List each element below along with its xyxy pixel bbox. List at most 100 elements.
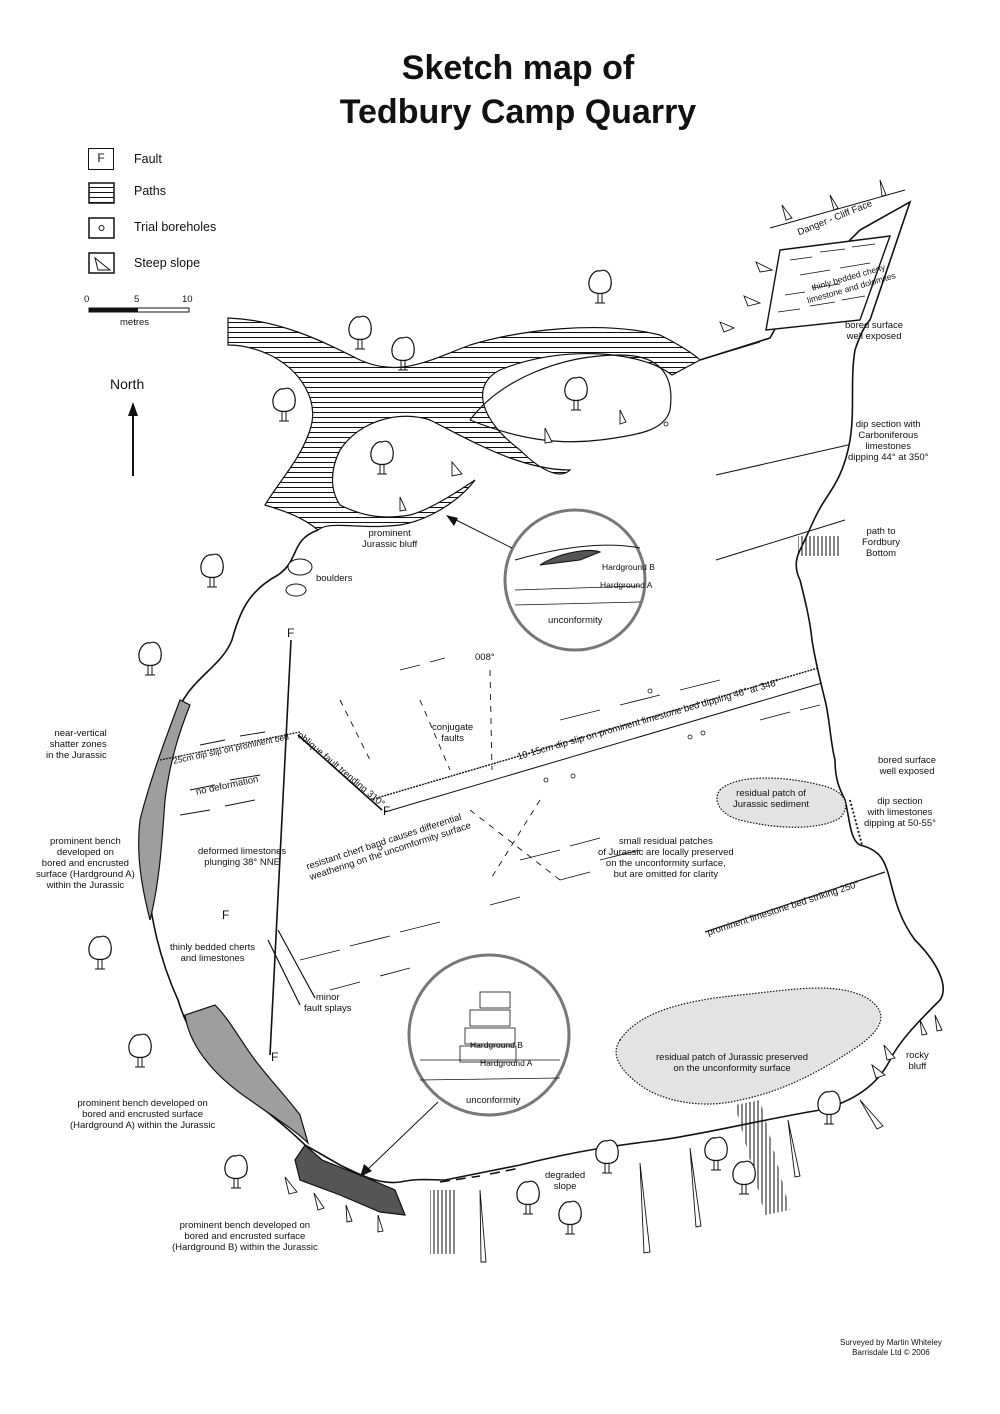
boulder bbox=[287, 558, 313, 576]
tree-icon bbox=[138, 641, 162, 676]
steep-slope-icon bbox=[544, 427, 553, 444]
thinly-bedded-label: thinly bedded cherts and limestones bbox=[170, 942, 256, 964]
residual-patch-large bbox=[615, 987, 882, 1105]
tree-icon bbox=[588, 269, 612, 304]
cherty-beds bbox=[777, 243, 876, 313]
steep-slope-icon bbox=[919, 1019, 928, 1036]
tree-icon bbox=[272, 387, 296, 422]
steep-slope-icon bbox=[345, 1204, 353, 1223]
scale-tick-5: 5 bbox=[134, 294, 140, 305]
hardground-b2-label: Hardground B bbox=[470, 1040, 523, 1050]
dip-section-carb-label: dip section with Carboniferous limestone… bbox=[848, 419, 929, 463]
unconformity2-label: unconformity bbox=[466, 1095, 521, 1106]
path-fordbury-label: path to Fordbury Bottom bbox=[862, 526, 901, 559]
inset-circle-south bbox=[407, 953, 571, 1117]
small-patches-label: small residual patches of Jurassic are l… bbox=[598, 836, 734, 880]
deformed-limestones-label: deformed limestones plunging 38° NNE bbox=[198, 846, 287, 868]
oblique-fault bbox=[297, 734, 383, 811]
boulder bbox=[285, 583, 307, 597]
tree-icon bbox=[348, 315, 372, 350]
residual-patch-small-label: residual patch of Jurassic sediment bbox=[733, 788, 810, 810]
steep-slope-icon bbox=[781, 204, 793, 221]
steep-slope-icon bbox=[755, 261, 774, 273]
steep-slope-icon bbox=[879, 179, 887, 197]
fracture-lines bbox=[339, 669, 561, 881]
tree-icon bbox=[817, 1090, 841, 1125]
tree-icon bbox=[558, 1200, 582, 1235]
bedding-traces bbox=[179, 657, 821, 991]
steep-slope-icon bbox=[883, 1044, 896, 1061]
bench-a-left-label: prominent bench developed on bored and e… bbox=[36, 836, 135, 891]
trial-boreholes bbox=[377, 421, 706, 851]
fault-marker: F bbox=[383, 804, 391, 818]
tree-icon bbox=[391, 336, 415, 371]
path-band bbox=[227, 317, 701, 531]
scale-tick-10: 10 bbox=[182, 294, 193, 305]
scale-tick-0: 0 bbox=[84, 294, 90, 305]
steep-slope-icon bbox=[479, 1189, 487, 1263]
conjugate-faults-label: conjugate faults bbox=[432, 722, 474, 744]
bench-b-label: prominent bench developed on bored and e… bbox=[172, 1220, 318, 1253]
steep-slope-icon bbox=[619, 409, 627, 425]
north-label: North bbox=[110, 376, 145, 392]
tree-icon bbox=[732, 1160, 756, 1195]
tree-icon bbox=[564, 376, 588, 411]
rocky-bluff-label: rocky bluff bbox=[906, 1050, 929, 1072]
tree-icon bbox=[128, 1033, 152, 1068]
steep-slope-icon bbox=[829, 194, 839, 211]
tree-icon bbox=[224, 1154, 248, 1189]
legend-borehole-symbol bbox=[98, 225, 105, 231]
fault-marker: F bbox=[271, 1050, 279, 1064]
map-title-line2: Tedbury Camp Quarry bbox=[339, 93, 697, 131]
north-arrow bbox=[128, 402, 138, 476]
jurassic-bluff-label: prominent Jurassic bluff bbox=[362, 528, 418, 550]
steep-slope-icon bbox=[859, 1099, 884, 1130]
tree-icon bbox=[704, 1136, 728, 1171]
steep-slope-icon bbox=[284, 1176, 298, 1195]
fault-marker: F bbox=[222, 908, 230, 922]
steep-slope-icon bbox=[871, 1063, 886, 1079]
minor-fault-splays-label: minor fault splays bbox=[304, 992, 352, 1014]
steep-slope-icon bbox=[451, 460, 463, 477]
legend-steep-slope-label: Steep slope bbox=[134, 256, 201, 270]
survey-credit: Surveyed by Martin Whiteley Barrisdale L… bbox=[840, 1338, 942, 1357]
steep-slopes bbox=[284, 179, 943, 1263]
main-fault-line bbox=[269, 639, 292, 1056]
legend-paths-symbol bbox=[88, 182, 115, 204]
steep-slope-icon bbox=[399, 496, 407, 512]
steep-slope-icon bbox=[934, 1014, 943, 1032]
bored-surface-top-label: bored surface well exposed bbox=[845, 320, 904, 342]
degraded-slope-label: degraded slope bbox=[545, 1170, 586, 1192]
bench-hardground-a-left bbox=[138, 699, 191, 921]
legend-paths-label: Paths bbox=[134, 184, 166, 198]
legend-fault-symbol: F bbox=[88, 148, 114, 170]
fault-marker: F bbox=[287, 626, 295, 640]
tree-icon bbox=[88, 935, 112, 970]
steep-slope-icon bbox=[689, 1147, 702, 1228]
tree-icon bbox=[516, 1180, 540, 1215]
legend-boreholes-label: Trial boreholes bbox=[134, 220, 217, 234]
residual-patch-small bbox=[716, 777, 847, 828]
legend-slope-symbol bbox=[94, 256, 112, 271]
trees bbox=[88, 269, 841, 1235]
scale-bar bbox=[88, 307, 190, 313]
steep-slope-icon bbox=[719, 321, 736, 333]
steep-slope-icon bbox=[313, 1192, 325, 1211]
tree-icon bbox=[200, 553, 224, 588]
hardground-a2-label: Hardground A bbox=[480, 1058, 533, 1068]
tree-icon bbox=[595, 1139, 619, 1174]
map-title-line1: Sketch map of bbox=[401, 49, 635, 87]
bench-hardground-b bbox=[294, 1144, 406, 1216]
bored-surface-right-label: bored surface well exposed bbox=[878, 755, 937, 777]
tree-icon bbox=[370, 440, 394, 475]
bearing-008-label: 008° bbox=[475, 652, 495, 663]
unconformity-label: unconformity bbox=[548, 615, 603, 626]
boulders-label: boulders bbox=[316, 573, 353, 584]
steep-slope-icon bbox=[787, 1119, 801, 1178]
scale-unit: metres bbox=[120, 317, 150, 328]
bench-hardground-a-lower bbox=[184, 1004, 310, 1146]
legend-fault-label: Fault bbox=[134, 152, 162, 166]
steep-slope-icon bbox=[377, 1214, 384, 1233]
bench-a-lower-label: prominent bench developed on bored and e… bbox=[70, 1098, 216, 1131]
